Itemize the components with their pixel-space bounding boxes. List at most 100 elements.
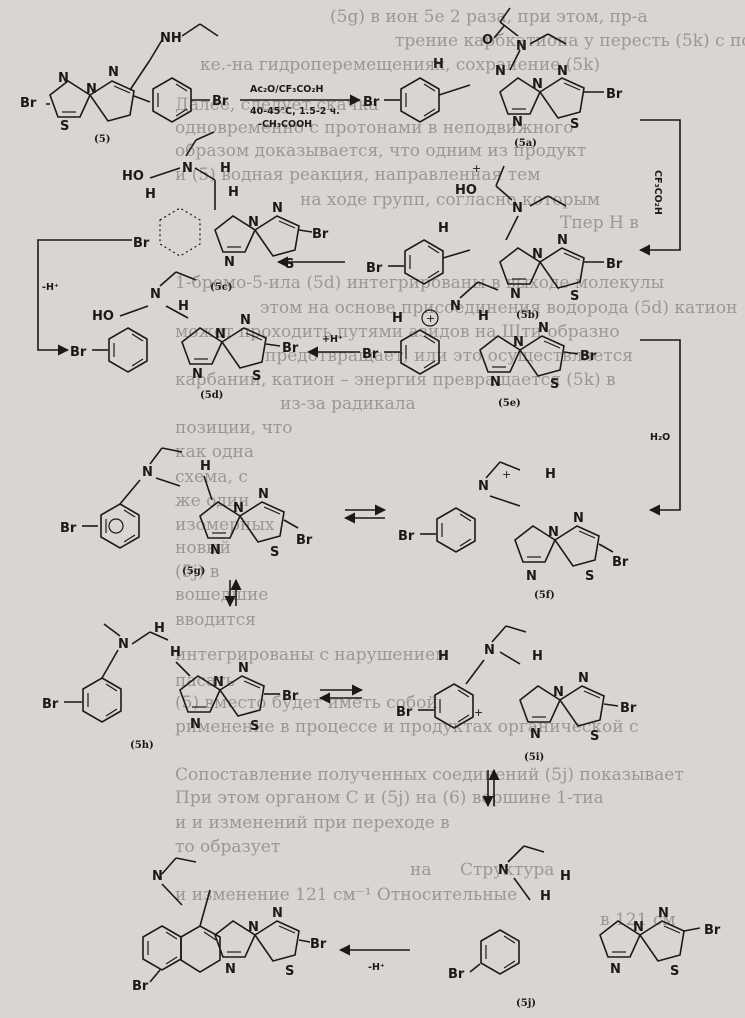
- atom-n: N: [58, 71, 69, 86]
- atom-n: N: [233, 501, 244, 516]
- atom-n: N: [526, 569, 537, 584]
- bg-line: одновременно с протонами в неподвижного: [175, 118, 573, 138]
- atom-br: Br: [133, 236, 150, 251]
- bg-line: может проходить путями азидов на Шти обр…: [175, 322, 620, 342]
- atom-n: N: [510, 287, 521, 302]
- atom-n: N: [190, 717, 201, 732]
- reagent-condition: -H⁺: [42, 282, 59, 293]
- atom-h: H: [170, 645, 181, 660]
- reagent-condition: CF₃CO₂H: [652, 170, 663, 215]
- atom-br: Br: [310, 937, 327, 952]
- atom-n: N: [150, 287, 161, 302]
- compound-label-5g: (5g): [182, 566, 205, 577]
- bg-line: образом доказывается, что одним из проду…: [175, 141, 586, 161]
- atom-br: Br: [580, 349, 597, 364]
- atom-h: H: [392, 311, 403, 326]
- atom-n: N: [152, 869, 163, 884]
- compound-5d: Br HO N H N N N S Br (5d): [70, 271, 299, 401]
- atom-ho: HO: [122, 169, 144, 184]
- atom-nh: NH: [160, 31, 182, 46]
- atom-s: S: [570, 289, 579, 304]
- atom-br: Br: [70, 345, 87, 360]
- atom-n: N: [450, 299, 461, 314]
- compound-5a: Br H N N N N S Br N O (5a): [363, 7, 623, 149]
- atom-n: N: [538, 321, 549, 336]
- atom-br: Br: [448, 967, 465, 982]
- atom-n: N: [532, 247, 543, 262]
- bg-line: на: [410, 860, 431, 880]
- atom-h: H: [540, 889, 551, 904]
- atom-s: S: [590, 729, 599, 744]
- bg-line: вводится: [175, 610, 256, 630]
- atom-n: N: [258, 487, 269, 502]
- bg-line: При этом органом С и (5j) на (6) вершине…: [175, 788, 604, 808]
- atom-n: N: [557, 233, 568, 248]
- atom-n: N: [108, 65, 119, 80]
- atom-s: S: [250, 719, 259, 734]
- atom-s: S: [670, 964, 679, 979]
- atom-ho: HO: [455, 183, 477, 198]
- bg-line: трение карбкатиона у пересть (5k) с посл…: [395, 31, 745, 51]
- charge-plus: +: [472, 162, 481, 175]
- bg-line: новый: [175, 538, 231, 558]
- bg-line: интегрированы с нарушением: [175, 645, 448, 665]
- bg-line: (5g) в ион 5е 2 раза, при этом, пр-а: [330, 7, 648, 27]
- atom-n: N: [578, 671, 589, 686]
- atom-h: H: [145, 187, 156, 202]
- atom-n: N: [118, 637, 129, 652]
- compound-label-5f: (5f): [534, 590, 555, 601]
- reagent-condition: H₂O: [650, 432, 670, 443]
- reagent-condition: 40-45°C, 1.5-2 ч.: [250, 106, 340, 117]
- atom-h: H: [228, 185, 239, 200]
- charge-plus: +: [502, 468, 511, 481]
- bg-line: позиции, что: [175, 418, 292, 438]
- atom-n: N: [248, 920, 259, 935]
- bg-line: 1-бромо-5-ила (5d) интегрированы в выход…: [175, 273, 664, 293]
- bg-line: вошедшие: [175, 585, 268, 605]
- bg-line: и и изменений при переходе в: [175, 813, 450, 833]
- atom-h: H: [478, 309, 489, 324]
- atom-s: S: [550, 377, 559, 392]
- atom-n: N: [224, 255, 235, 270]
- atom-h: H: [560, 869, 571, 884]
- atom-n: N: [530, 727, 541, 742]
- compound-label-5a: (5a): [514, 138, 537, 149]
- atom-n: N: [86, 82, 97, 97]
- atom-n: N: [532, 77, 543, 92]
- atom-n: N: [192, 367, 203, 382]
- compound-5j: Br N H H N N N S Br (5j): [448, 845, 721, 1009]
- compound-label-5j: (5j): [516, 998, 536, 1009]
- atom-n: N: [182, 161, 193, 176]
- compound-5i: Br H N H + N N N S Br (5i): [396, 625, 637, 763]
- atom-s: S: [585, 569, 594, 584]
- bg-line: (5) вместо будет иметь собой: [175, 693, 438, 713]
- atom-br: Br: [366, 261, 383, 276]
- atom-n: N: [557, 64, 568, 79]
- atom-br: Br: [282, 341, 299, 356]
- atom-br: Br: [282, 689, 299, 704]
- compound-label-5c: (5c): [210, 282, 233, 293]
- atom-n: N: [573, 511, 584, 526]
- atom-n: N: [215, 327, 226, 342]
- compound-label-5b: (5b): [516, 310, 539, 321]
- bg-line: Структура: [460, 860, 554, 880]
- reagent-condition: +H⁺: [322, 334, 343, 345]
- compound-5h: Br N H H N N N S Br (5h): [42, 621, 299, 751]
- atom-n: N: [484, 643, 495, 658]
- charge-plus: +: [426, 312, 435, 325]
- atom-h: H: [433, 57, 444, 72]
- atom-n: N: [658, 906, 669, 921]
- compound-5g: Br N H N N N S Br (5g): [60, 447, 313, 577]
- compound-final-product: Br N N N N S Br: [132, 857, 327, 994]
- atom-h: H: [545, 467, 556, 482]
- atom-h: H: [154, 621, 165, 636]
- atom-n: N: [213, 675, 224, 690]
- atom-n: N: [238, 661, 249, 676]
- atom-br: Br: [60, 521, 77, 536]
- atom-h: H: [220, 161, 231, 176]
- atom-n: N: [272, 201, 283, 216]
- bg-line: Сопоставление полученных соединений (5j)…: [175, 765, 684, 785]
- atom-br: Br: [42, 697, 59, 712]
